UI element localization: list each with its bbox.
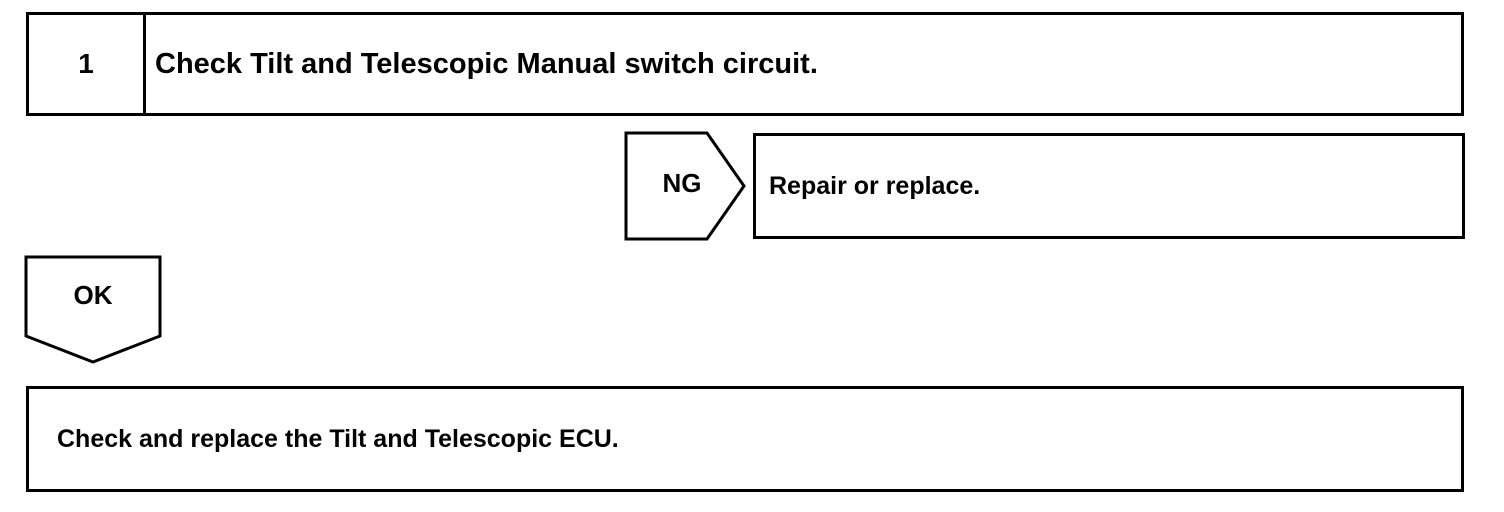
- final-action-box: Check and replace the Tilt and Telescopi…: [26, 386, 1464, 492]
- ok-arrow-outline: [24, 255, 162, 364]
- step-box: 1 Check Tilt and Telescopic Manual switc…: [26, 12, 1464, 116]
- ng-label: NG: [662, 168, 702, 198]
- step-number: 1: [29, 15, 146, 113]
- ng-action-text: Repair or replace.: [769, 171, 981, 200]
- final-action-text: Check and replace the Tilt and Telescopi…: [57, 424, 619, 453]
- ok-label: OK: [73, 280, 113, 310]
- step-title: Check Tilt and Telescopic Manual switch …: [155, 47, 818, 80]
- ng-arrow-outline: [624, 131, 746, 241]
- ng-action-box: Repair or replace.: [753, 133, 1465, 239]
